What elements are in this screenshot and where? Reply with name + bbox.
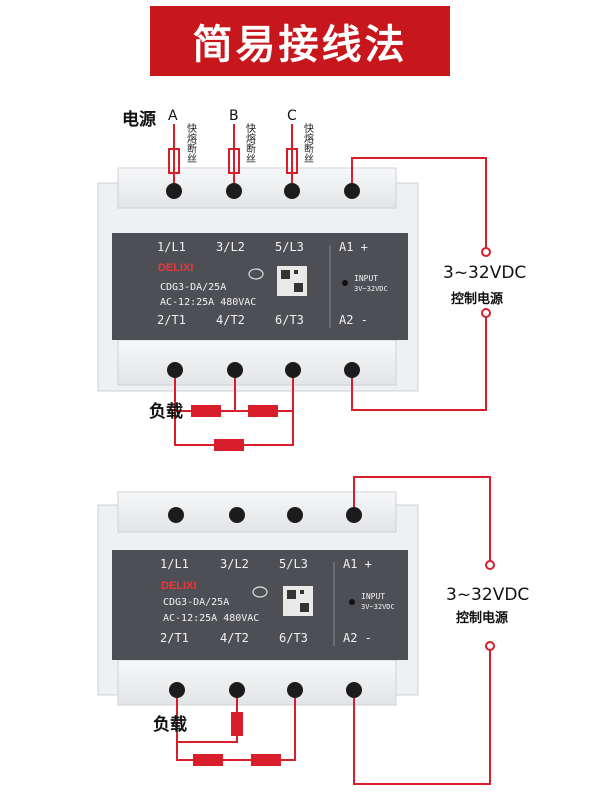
- terminal-label: 5/L3: [279, 557, 308, 571]
- screw-terminal: [346, 507, 362, 523]
- screw-terminal: [169, 682, 185, 698]
- control-power-label: 控制电源: [451, 292, 504, 307]
- screw-terminal: [168, 507, 184, 523]
- brand-logo: DELIXI: [161, 580, 197, 592]
- page-title: 简易接线法: [150, 6, 450, 76]
- load-resistor: [231, 712, 243, 736]
- dc-voltage-label: 3~32VDC: [446, 585, 530, 605]
- terminal-label: A2 -: [339, 313, 368, 327]
- fuse-label-b: 快熔断丝: [246, 124, 256, 165]
- rating-label: AC-12:25A 480VAC: [163, 613, 260, 624]
- input-range-label: 3V~32VDC: [354, 285, 388, 293]
- terminal-label: 2/T1: [157, 313, 186, 327]
- relay-2-badges: [252, 562, 355, 646]
- terminal-label: 3/L2: [220, 557, 249, 571]
- screw-terminal: [344, 362, 360, 378]
- relay-1-badges: [248, 245, 348, 328]
- terminal-label: 6/T3: [275, 313, 304, 327]
- terminal-label: A2 -: [343, 631, 372, 645]
- load-label: 负载: [153, 715, 187, 735]
- ccc-mark: [252, 586, 268, 598]
- load-resistors-1: [191, 405, 278, 451]
- fuse: [228, 148, 240, 174]
- load-resistors-2: [193, 712, 281, 766]
- relay-2-screws: [168, 507, 362, 698]
- power-label: 电源: [122, 110, 156, 130]
- terminal-label: 1/L1: [157, 240, 186, 254]
- input-led: [342, 280, 348, 286]
- screw-terminal: [346, 682, 362, 698]
- fuse-wiring: [168, 124, 298, 183]
- screw-terminal: [229, 507, 245, 523]
- terminal-label: 5/L3: [275, 240, 304, 254]
- screw-terminal: [227, 362, 243, 378]
- model-label: CDG3-DA/25A: [160, 282, 227, 293]
- terminal-label: A1 +: [343, 557, 372, 571]
- terminal-label: A1 +: [339, 240, 368, 254]
- fuse: [168, 148, 180, 174]
- load-label: 负载: [149, 402, 183, 422]
- screw-terminal: [229, 682, 245, 698]
- load-resistor: [193, 754, 223, 766]
- terminal-label: 1/L1: [160, 557, 189, 571]
- relay-1-screws: [166, 183, 360, 378]
- brand-logo: DELIXI: [158, 262, 194, 274]
- model-label: CDG3-DA/25A: [163, 597, 230, 608]
- terminal-label: 4/T2: [220, 631, 249, 645]
- fuse: [286, 148, 298, 174]
- load-resistor: [248, 405, 278, 417]
- terminal-label: 2/T1: [160, 631, 189, 645]
- screw-terminal: [285, 362, 301, 378]
- screw-terminal: [166, 183, 182, 199]
- phase-a-label: A: [168, 108, 178, 124]
- input-label: INPUT: [361, 592, 386, 601]
- terminal-label: 6/T3: [279, 631, 308, 645]
- terminal-label: 4/T2: [216, 313, 245, 327]
- phase-c-label: C: [287, 108, 297, 124]
- screw-terminal: [287, 507, 303, 523]
- relay-2-housing: [97, 491, 419, 706]
- ccc-mark: [248, 268, 264, 280]
- control-wiring-1: [351, 157, 491, 411]
- fuse-label-c: 快熔断丝: [304, 124, 314, 165]
- phase-b-label: B: [229, 108, 239, 124]
- input-range-label: 3V~32VDC: [361, 603, 395, 611]
- dc-voltage-label: 3~32VDC: [443, 263, 527, 283]
- input-led: [349, 599, 355, 605]
- fuse-label-a: 快熔断丝: [187, 124, 197, 165]
- load-resistor: [251, 754, 281, 766]
- screw-terminal: [344, 183, 360, 199]
- control-power-label: 控制电源: [456, 611, 509, 626]
- control-wiring-2: [353, 476, 495, 785]
- load-resistor: [214, 439, 244, 451]
- rating-label: AC-12:25A 480VAC: [160, 297, 257, 308]
- screw-terminal: [287, 682, 303, 698]
- load-resistor: [191, 405, 221, 417]
- terminal-label: 3/L2: [216, 240, 245, 254]
- screw-terminal: [226, 183, 242, 199]
- screw-terminal: [167, 362, 183, 378]
- screw-terminal: [284, 183, 300, 199]
- input-label: INPUT: [354, 274, 379, 283]
